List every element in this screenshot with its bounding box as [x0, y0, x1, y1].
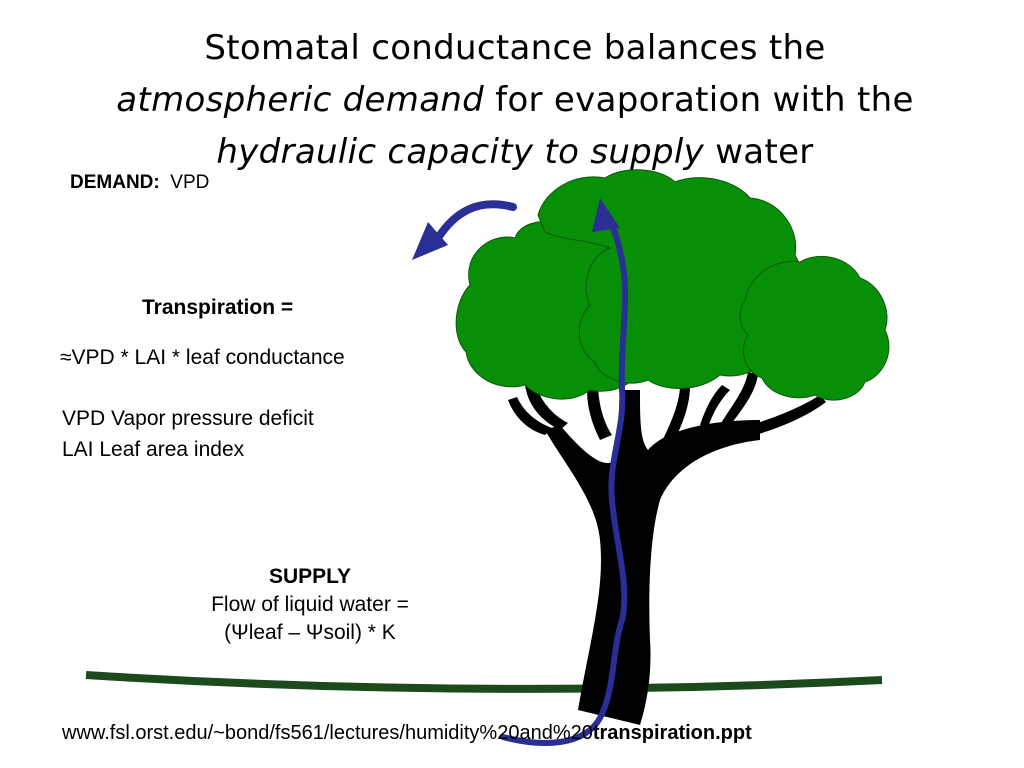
- supply-block: SUPPLY Flow of liquid water = (Ψleaf – Ψ…: [170, 565, 450, 645]
- title-line-1: Stomatal conductance balances the: [204, 28, 826, 68]
- source-url-prefix: www.fsl.orst.edu/~bond/fs561/lectures/hu…: [62, 722, 593, 744]
- water-flow-arrowhead: [592, 198, 620, 232]
- formula-text: VPD * LAI * leaf conductance: [71, 346, 345, 369]
- title-line-2: atmospheric demand for evaporation with …: [40, 74, 990, 126]
- supply-line-1: Flow of liquid water =: [211, 593, 409, 616]
- transpiration-formula: ≈VPD * LAI * leaf conductance: [60, 346, 345, 370]
- definition-lai: LAI Leaf area index: [62, 438, 245, 461]
- definition-vpd: VPD Vapor pressure deficit: [62, 407, 314, 430]
- ground-line: [85, 671, 883, 693]
- demand-heading: DEMAND:: [70, 172, 160, 193]
- title-emphasis-demand: atmospheric demand: [116, 80, 485, 120]
- title-emphasis-supply: hydraulic capacity to supply: [216, 132, 705, 172]
- title-line-3-rest: water: [704, 132, 814, 172]
- demand-value: VPD: [170, 172, 210, 193]
- evaporation-arrow: [434, 200, 517, 242]
- tree-trunk: [508, 372, 826, 725]
- source-url-bold: transpiration: [592, 722, 716, 744]
- source-url[interactable]: www.fsl.orst.edu/~bond/fs561/lectures/hu…: [62, 722, 752, 745]
- demand-label: DEMAND: VPD: [70, 172, 209, 194]
- title-line-3: hydraulic capacity to supply water: [40, 126, 990, 178]
- tree-canopy: [455, 169, 890, 401]
- slide-title: Stomatal conductance balances the atmosp…: [40, 22, 990, 178]
- evaporation-arrowhead: [412, 222, 448, 260]
- approx-symbol: ≈: [60, 346, 72, 369]
- supply-heading: SUPPLY: [268, 565, 352, 588]
- water-flow-arrow: [500, 209, 629, 746]
- source-url-suffix: .ppt: [715, 722, 752, 744]
- transpiration-heading: Transpiration =: [142, 296, 294, 319]
- supply-equation: (Ψleaf – Ψsoil) * K: [224, 621, 396, 644]
- title-line-2-rest: for evaporation with the: [484, 80, 914, 120]
